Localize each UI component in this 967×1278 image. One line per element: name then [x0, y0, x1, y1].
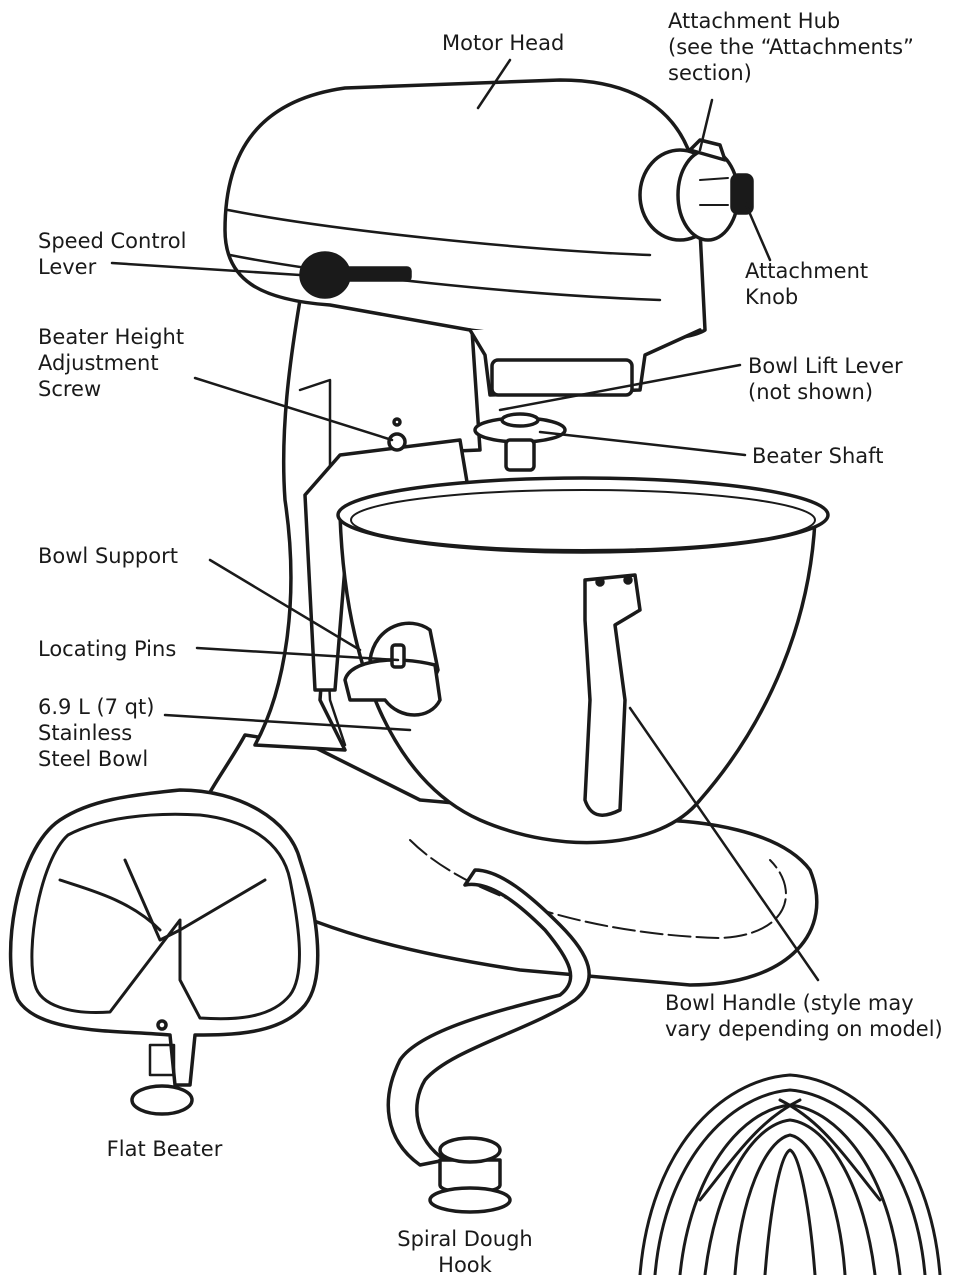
dough-hook-icon [386, 868, 591, 1214]
locating-pin-plate [343, 658, 442, 717]
label-locating-pins: Locating Pins [38, 637, 177, 661]
leader-lines [110, 58, 820, 982]
bowl-rim [336, 476, 830, 554]
label-bowl-support: Bowl Support [38, 544, 178, 568]
speed-lever-knob [299, 251, 351, 299]
stand-mixer-icon [194, 78, 830, 987]
label-speed-control-lever: Speed Control Lever [38, 229, 187, 279]
leader-attachment-hub [698, 98, 714, 152]
label-bowl-handle: Bowl Handle (style may vary depending on… [665, 991, 943, 1041]
label-beater-shaft: Beater Shaft [752, 444, 884, 468]
motor-head-band [226, 208, 652, 257]
label-flat-beater: Flat Beater [106, 1137, 223, 1161]
label-spiral-dough-hook: Spiral Dough Hook [397, 1227, 533, 1277]
locating-pin [390, 643, 406, 669]
leader-bowl-lift-lever [498, 363, 742, 412]
label-motor-head: Motor Head [442, 31, 565, 55]
wire-whip-icon [638, 1073, 942, 1275]
leader-attachment-knob [742, 198, 772, 262]
leader-beater-shaft [538, 430, 747, 457]
attachment-hub-cover [676, 148, 740, 242]
flat-beater-icon [8, 788, 320, 1116]
leader-bowl-support [208, 558, 362, 652]
label-bowl-lift-lever: Bowl Lift Lever (not shown) [748, 354, 903, 404]
label-attachment-hub: Attachment Hub (see the “Attachments” se… [668, 9, 914, 85]
motor-head [223, 78, 707, 344]
label-attachment-knob: Attachment Knob [745, 259, 869, 309]
bowl-handle [583, 573, 642, 817]
beater-shaft [504, 438, 536, 472]
leader-motor-head [476, 58, 512, 110]
height-screw [387, 432, 407, 452]
leader-speed-lever [110, 261, 302, 277]
attachment-knob [730, 173, 754, 215]
leader-bowl [163, 713, 412, 732]
leader-locating-pins [195, 646, 400, 662]
leader-height-screw [193, 376, 394, 442]
label-stainless-steel-bowl: 6.9 L (7 qt) Stainless Steel Bowl [38, 695, 155, 771]
label-beater-height-adjustment-screw: Beater Height Adjustment Screw [38, 325, 185, 401]
leader-bowl-handle [628, 706, 820, 982]
shaft-housing [490, 358, 634, 397]
